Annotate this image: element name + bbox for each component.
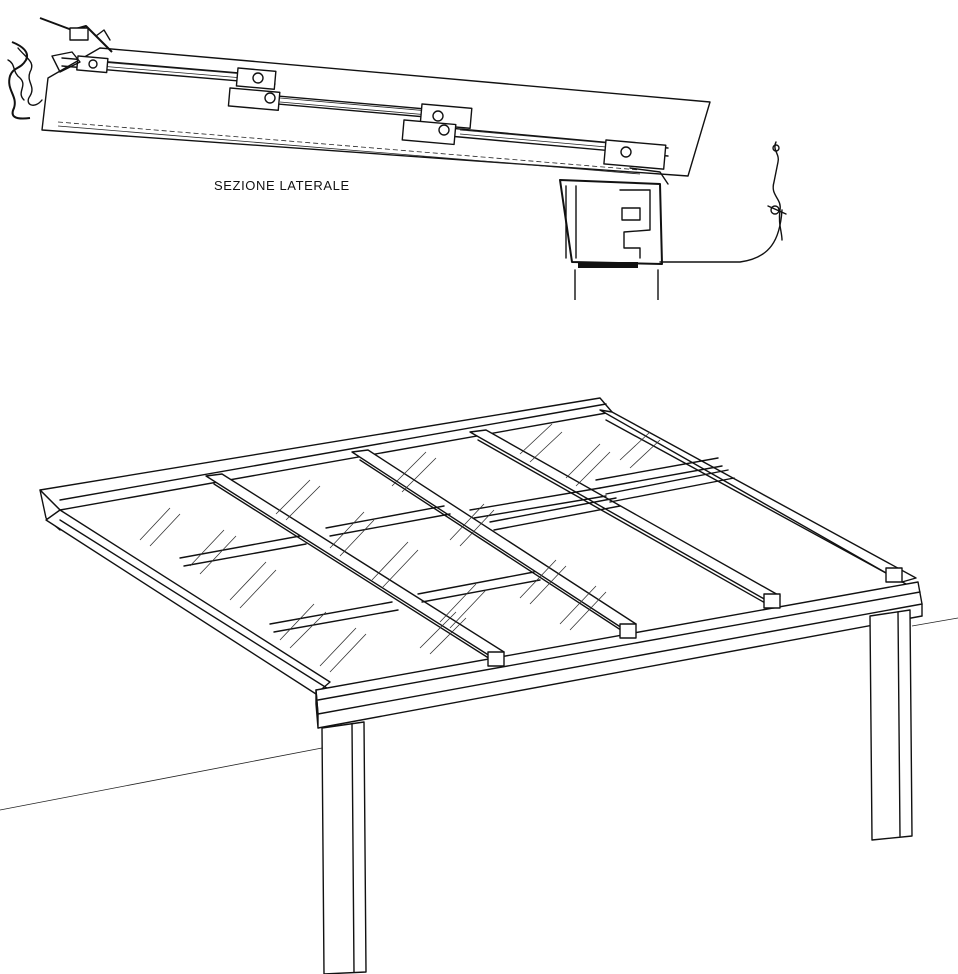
- section-outer-profile: [41, 47, 711, 177]
- ground-line-right: [911, 617, 958, 627]
- hook-bracket: [767, 141, 787, 241]
- right-side-beam: [599, 409, 917, 585]
- sliding-rail-2: [227, 87, 473, 129]
- crossbars: [179, 457, 735, 633]
- sliding-rail-1: [61, 55, 277, 90]
- back-beam: [39, 397, 613, 531]
- glass-hatching: [139, 423, 661, 673]
- section-inner-line: [57, 125, 641, 175]
- ground-line-left: [0, 747, 323, 811]
- section-inner-dashed-line: [57, 121, 641, 171]
- front-beam: [315, 581, 923, 729]
- wall-attachment: [7, 17, 113, 120]
- left-side-beam: [45, 509, 331, 695]
- gutter-profile: [559, 167, 783, 300]
- rafter-3: [469, 429, 781, 609]
- post-right: [869, 609, 913, 841]
- post-left: [321, 721, 367, 974]
- rafter-4: [885, 567, 903, 583]
- rafter-1: [205, 473, 505, 667]
- section-view: [7, 17, 787, 300]
- rafter-2: [351, 449, 637, 639]
- section-label: SEZIONE LATERALE: [214, 178, 350, 193]
- sliding-rail-3: [401, 119, 669, 170]
